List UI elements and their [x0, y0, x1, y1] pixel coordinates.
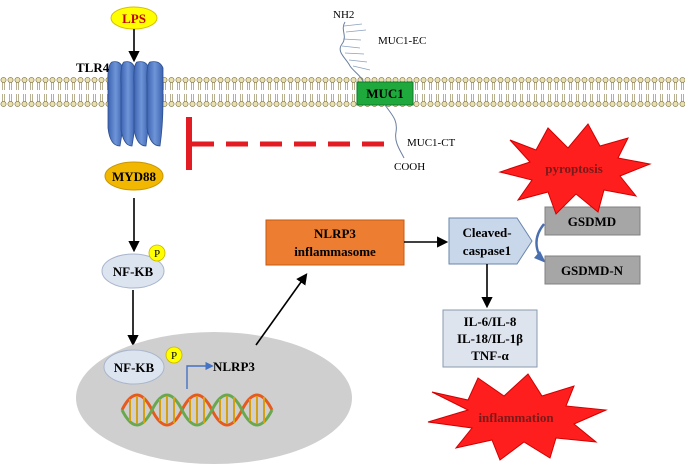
gsdmd-label: GSDMD [568, 214, 616, 229]
dna-helix [120, 393, 274, 427]
muc1-ec-label: MUC1-EC [378, 35, 426, 47]
muc1-extracellular-chain [339, 21, 365, 85]
muc1-label: MUC1 [366, 86, 404, 101]
muc1-nh2-label: NH2 [333, 9, 354, 21]
nlrp3-inflammasome-line1: NLRP3 [314, 226, 356, 241]
inflammation-starburst [427, 373, 608, 461]
cytokines-line1: IL-6/IL-8 [464, 314, 517, 329]
pyroptosis-starburst [498, 123, 652, 215]
tlr4-receptor [107, 61, 164, 147]
phospho-label-1: P [154, 248, 160, 260]
nlrp3-to-inflammasome-arrow [255, 273, 308, 346]
cytokines-box [442, 309, 538, 368]
nfkb-nuclear-label: NF-KB [114, 360, 155, 375]
nfkb-nuclear-ellipse [103, 349, 165, 385]
lps-label: LPS [122, 11, 146, 26]
phospho-badge-2 [165, 346, 183, 364]
myd88-ellipse [104, 161, 164, 191]
nlrp3-inflammasome-box [265, 219, 405, 266]
gsdmd-n-label: GSDMD-N [561, 263, 624, 278]
phospho-label-2: P [171, 350, 177, 362]
phospho-badge-1 [148, 244, 166, 262]
nfkb-cytoplasm-ellipse [101, 253, 165, 289]
cytokines-line3: TNF-α [471, 348, 509, 363]
cytokines-line2: IL-18/IL-1β [457, 331, 523, 346]
nlrp3-gene-label: NLRP3 [213, 359, 255, 374]
nucleus [76, 332, 352, 464]
inflammation-label: inflammation [478, 410, 554, 425]
myd88-label: MYD88 [112, 169, 157, 184]
cell-membrane [0, 77, 685, 107]
gsdmd-n-box [544, 255, 641, 285]
muc1-cytoplasmic-tail [384, 104, 405, 159]
nfkb-cytoplasm-label: NF-KB [113, 264, 154, 279]
muc1-glycan-branches [341, 23, 371, 71]
gsdmd-box [544, 206, 641, 236]
cleaved-caspase1-box [448, 217, 533, 265]
gsdmd-cleavage-arrowhead [534, 251, 546, 263]
muc1-ct-label: MUC1-CT [407, 137, 456, 149]
pyroptosis-label: pyroptosis [545, 161, 603, 176]
muc1-cooh-label: COOH [394, 161, 425, 173]
nlrp3-inflammasome-line2: inflammasome [294, 244, 376, 259]
cleaved-caspase1-line1: Cleaved- [462, 225, 511, 240]
cleaved-caspase1-line2: caspase1 [463, 243, 511, 258]
transcription-start-arrow [186, 361, 214, 389]
tlr4-label: TLR4 [76, 60, 110, 75]
